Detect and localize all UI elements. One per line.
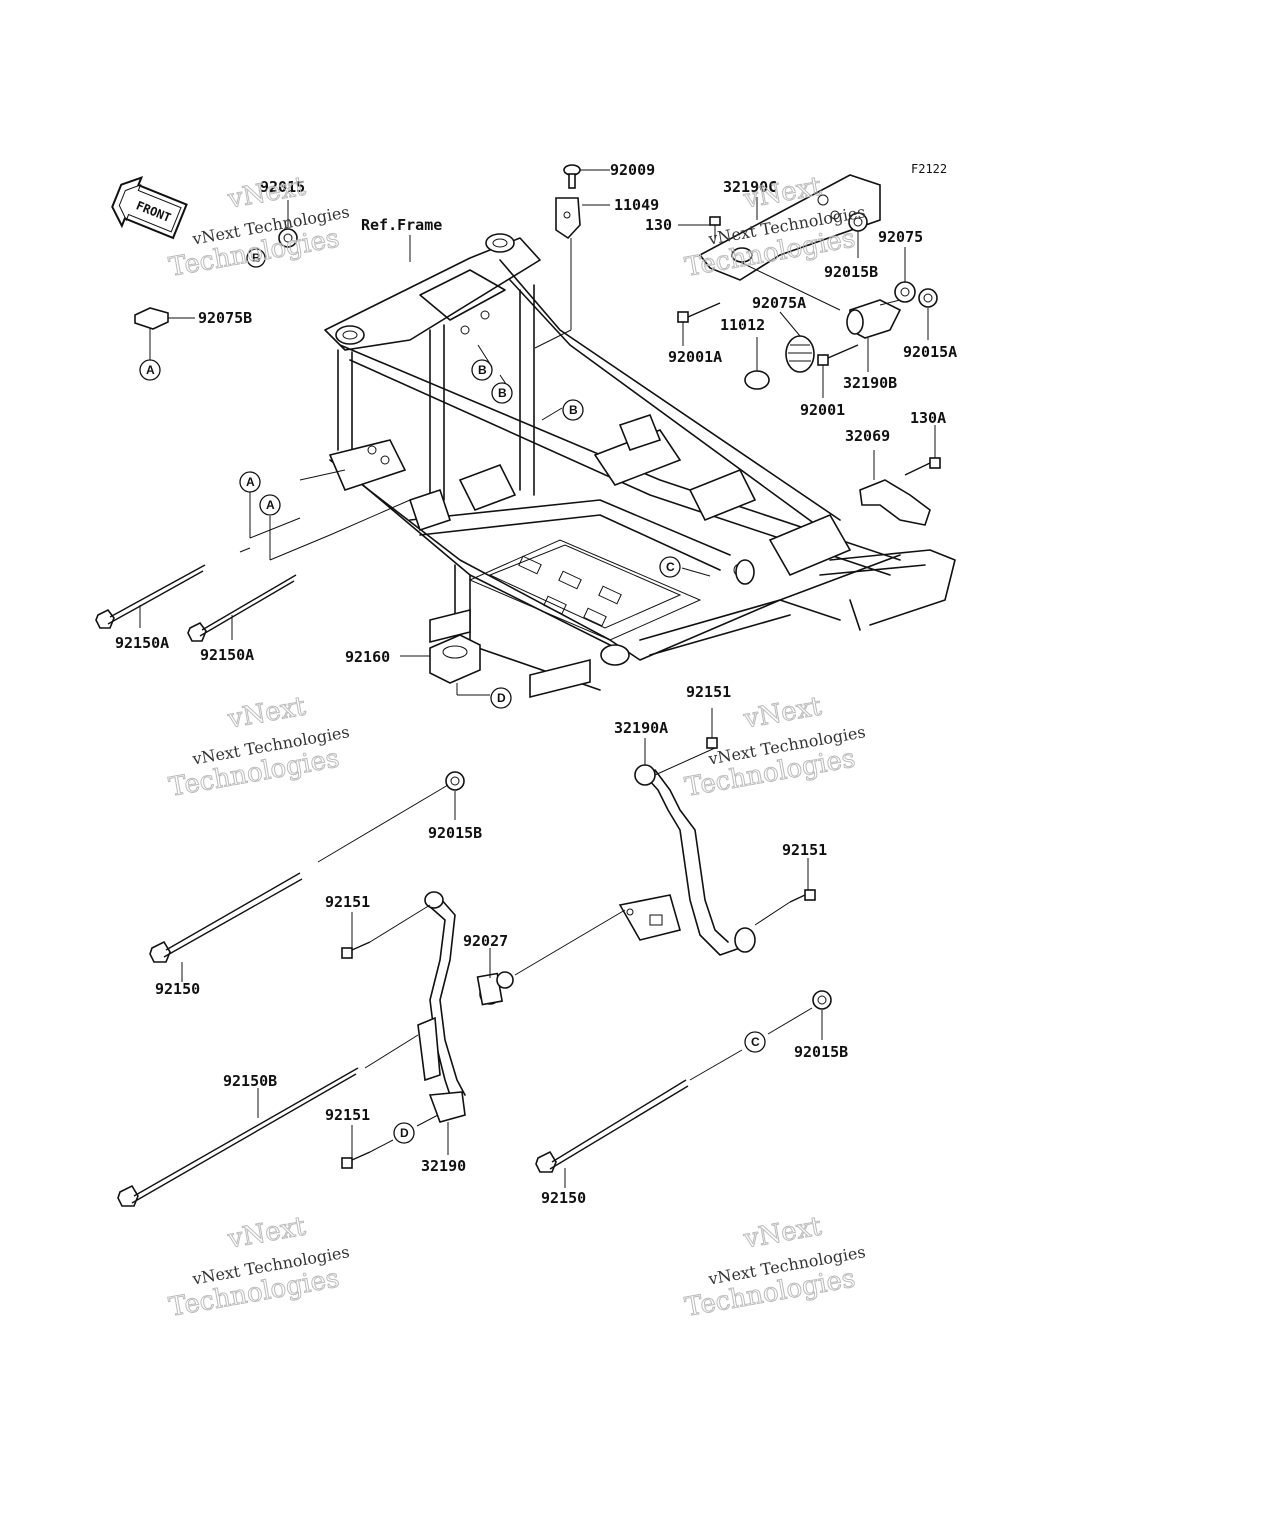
svg-text:C: C <box>751 1035 760 1049</box>
svg-text:vNext: vNext <box>741 1211 824 1254</box>
marker-a-2: A <box>239 471 261 493</box>
svg-text:B: B <box>498 386 507 400</box>
part-label-92015b-top: 92015B <box>824 263 878 281</box>
part-label-92151-bot: 92151 <box>325 1106 370 1124</box>
marker-b-3: B <box>491 382 513 404</box>
part-label-92075b: 92075B <box>198 309 252 327</box>
part-label-92001: 92001 <box>800 401 845 419</box>
part-label-92150a-2: 92150A <box>200 646 254 664</box>
part-label-11049: 11049 <box>614 196 659 214</box>
svg-text:vNext: vNext <box>225 171 308 214</box>
main-frame-drawing <box>324 233 956 699</box>
part-label-92001a: 92001A <box>668 348 722 366</box>
damper-block-drawing <box>429 634 481 684</box>
part-label-92015b-bot: 92015B <box>794 1043 848 1061</box>
svg-text:vNext: vNext <box>225 1211 308 1254</box>
part-label-92150-bot: 92150 <box>541 1189 586 1207</box>
part-label-32069: 32069 <box>845 427 890 445</box>
marker-c-2: C <box>744 1031 766 1053</box>
marker-d-1: D <box>490 687 512 709</box>
watermark-4: vNext vNext Technologies Technologies <box>682 691 867 803</box>
part-label-32190c: 32190C <box>723 178 777 196</box>
marker-d-2: D <box>393 1122 415 1144</box>
part-label-92015: 92015 <box>260 178 305 196</box>
svg-text:vNext: vNext <box>225 691 308 734</box>
svg-text:B: B <box>478 363 487 377</box>
part-label-32190a: 32190A <box>614 719 668 737</box>
part-label-130a: 130A <box>910 409 946 427</box>
svg-text:D: D <box>400 1126 409 1140</box>
svg-text:B: B <box>569 403 578 417</box>
part-label-92150a-1: 92150A <box>115 634 169 652</box>
part-label-11012: 11012 <box>720 316 765 334</box>
watermark-1: vNext vNext Technologies Technologies <box>166 171 351 283</box>
part-label-92015a: 92015A <box>903 343 957 361</box>
part-label-92151-left: 92151 <box>325 893 370 911</box>
svg-text:vNext: vNext <box>741 691 824 734</box>
leader-lines <box>139 169 936 1188</box>
svg-text:C: C <box>666 560 675 574</box>
figure-code: F2122 <box>911 162 947 176</box>
lower-assembly-drawing <box>117 737 832 1207</box>
left-small-parts-drawing <box>134 228 298 330</box>
svg-text:A: A <box>246 475 255 489</box>
part-label-130: 130 <box>645 216 672 234</box>
part-label-92009: 92009 <box>610 161 655 179</box>
part-label-32190: 32190 <box>421 1157 466 1175</box>
marker-b-1: B <box>246 248 266 268</box>
part-label-92151-right: 92151 <box>782 841 827 859</box>
watermark-3: vNext vNext Technologies Technologies <box>166 691 351 803</box>
watermark-6: vNext vNext Technologies Technologies <box>682 1211 867 1323</box>
watermark-5: vNext vNext Technologies Technologies <box>166 1211 351 1323</box>
marker-b-2: B <box>471 359 493 381</box>
long-bolts-drawing <box>95 564 297 642</box>
part-label-92151-top: 92151 <box>686 683 731 701</box>
part-label-92150b: 92150B <box>223 1072 277 1090</box>
part-label-32190b: 32190B <box>843 374 897 392</box>
part-label-92160: 92160 <box>345 648 390 666</box>
marker-c-1: C <box>659 556 681 578</box>
part-label-92015b-mid: 92015B <box>428 824 482 842</box>
marker-a-3: A <box>259 494 281 516</box>
ref-frame-label: Ref.Frame <box>361 216 442 234</box>
svg-text:A: A <box>266 498 275 512</box>
svg-text:B: B <box>252 251 261 265</box>
part-label-92075a: 92075A <box>752 294 806 312</box>
part-label-92027: 92027 <box>463 932 508 950</box>
svg-text:D: D <box>497 691 506 705</box>
part-label-92075: 92075 <box>878 228 923 246</box>
part-label-92150-left: 92150 <box>155 980 200 998</box>
front-arrow-icon: FRONT <box>111 175 188 240</box>
marker-a-1: A <box>139 359 161 381</box>
marker-b-4: B <box>562 399 584 421</box>
svg-text:A: A <box>146 363 155 377</box>
